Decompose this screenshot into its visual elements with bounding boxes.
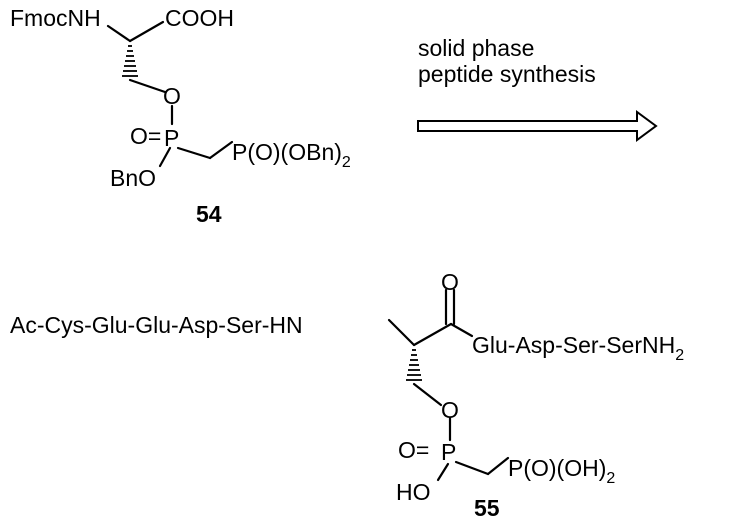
label-peptide-n-terminal: Ac-Cys-Glu-Glu-Asp-Ser-HN [10,312,303,338]
label-phosphorus: P [164,125,179,151]
label-phosphonate-group: P(O)(OBn)2 [232,139,351,171]
bond-calpha-cooh [128,20,165,43]
compound-number-54: 54 [196,201,222,227]
compound-number-55: 55 [474,495,500,521]
label-ether-oxygen: O [163,83,181,109]
arrow-condition-line1: solid phase [418,35,534,61]
label-peptide-c-terminal: Glu-Asp-Ser-SerNH2 [472,332,684,364]
bond-hn-calpha [387,318,416,347]
bond-nh-calpha [106,24,132,43]
label-fmocnh: FmocNH [10,5,101,31]
bond-ch2-o [128,78,167,94]
label-carbonyl-oxygen: O [441,269,459,295]
arrow-condition-line2: peptide synthesis [418,61,596,87]
bond-ch2-o [412,382,443,407]
compound-54: FmocNH COOH O O= P BnO P(O)(OBn)2 54 [10,5,351,227]
compound-55: Ac-Cys-Glu-Glu-Asp-Ser-HN O Glu-Asp-Ser-… [10,269,684,521]
bond-p-ch2 [176,146,212,160]
bond-calpha-carbonyl [412,322,453,347]
hashed-stereo-bond [406,349,422,381]
hashed-stereo-bond [122,45,138,77]
bond-ch2-p2 [486,456,510,476]
bond-ch2-p2 [208,140,234,160]
bond-p-obn [158,146,172,168]
label-ho: HO [396,479,431,505]
label-phosphonic-acid-group: P(O)(OH)2 [508,455,615,487]
bond-carbonyl-glu [449,322,474,338]
open-arrow [417,110,658,142]
label-cooh: COOH [165,5,234,31]
label-phosphorus: P [441,439,456,465]
label-ether-oxygen: O [441,397,459,423]
bond-p-ch2 [454,460,490,476]
label-phosphoryl-oxygen: O= [130,123,161,149]
label-bno: BnO [110,165,156,191]
reaction-arrow: solid phase peptide synthesis [417,35,658,142]
label-phosphoryl-oxygen: O= [398,437,429,463]
bond-p-oh [436,462,450,482]
